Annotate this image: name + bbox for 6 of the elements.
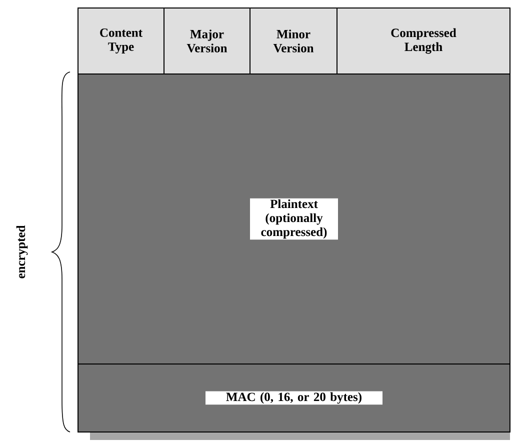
header-field: Minor Version — [250, 8, 338, 74]
header-field: Compressed Length — [336, 8, 510, 74]
side-label: encrypted — [16, 225, 28, 278]
record-field: MAC (0, 16, or 20 bytes) — [78, 364, 510, 432]
header-field: Content Type — [78, 8, 164, 74]
header-field: Major Version — [164, 8, 250, 74]
